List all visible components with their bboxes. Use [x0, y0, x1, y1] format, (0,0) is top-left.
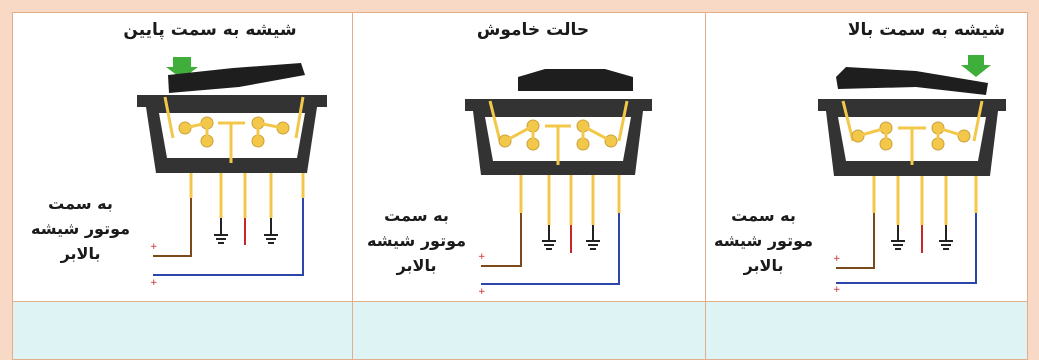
- switch-housing-top: [818, 99, 1006, 111]
- panel-title-off: حالت خاموش: [476, 20, 590, 40]
- brown-wire: [836, 213, 875, 269]
- svg-text:+: +: [833, 254, 841, 264]
- svg-text:+: +: [150, 242, 158, 252]
- blue-wire: [481, 213, 620, 285]
- switch-housing-top: [137, 95, 327, 107]
- motor-label-off: به سمت موتور شیشه بالابر: [367, 206, 467, 275]
- empty-cell-3: [706, 302, 1028, 360]
- green-arrow-icon: [166, 57, 198, 79]
- panel-title-down: شیشه به سمت پایین: [123, 20, 297, 40]
- svg-text:+: +: [150, 278, 158, 288]
- empty-cell-2: [353, 302, 706, 360]
- panel-off: حالت خاموش: [353, 13, 706, 302]
- panel-title-up: شیشه به سمت بالا: [847, 20, 1006, 40]
- switch-diagram-down: + +: [137, 57, 327, 288]
- svg-text:+: +: [478, 287, 486, 297]
- brown-wire: [481, 213, 522, 267]
- switch-diagram-up: + +: [818, 55, 1006, 295]
- svg-text:+: +: [478, 252, 486, 262]
- empty-cell-1: [13, 302, 353, 360]
- ground-icon: [542, 225, 600, 250]
- motor-label-down: به سمت موتور شیشه بالابر: [31, 194, 131, 263]
- switch-housing-top: [465, 99, 652, 111]
- rocker-button: [836, 67, 988, 95]
- switch-diagram-off: + +: [465, 69, 652, 297]
- rocker-button: [168, 63, 305, 93]
- ground-icon: [891, 225, 953, 250]
- panel-window-up: شیشه به سمت بالا: [706, 13, 1028, 302]
- ground-icon: [214, 218, 278, 244]
- panel-window-down: شیشه به سمت پایین: [13, 13, 353, 302]
- blue-wire: [836, 213, 977, 284]
- green-arrow-icon: [961, 55, 991, 77]
- blue-wire: [153, 198, 304, 276]
- svg-text:+: +: [833, 285, 841, 295]
- brown-wire: [153, 198, 192, 257]
- rocker-button: [518, 69, 633, 91]
- switch-states-table: شیشه به سمت پایین: [12, 12, 1028, 360]
- motor-label-up: به سمت موتور شیشه بالابر: [714, 206, 814, 275]
